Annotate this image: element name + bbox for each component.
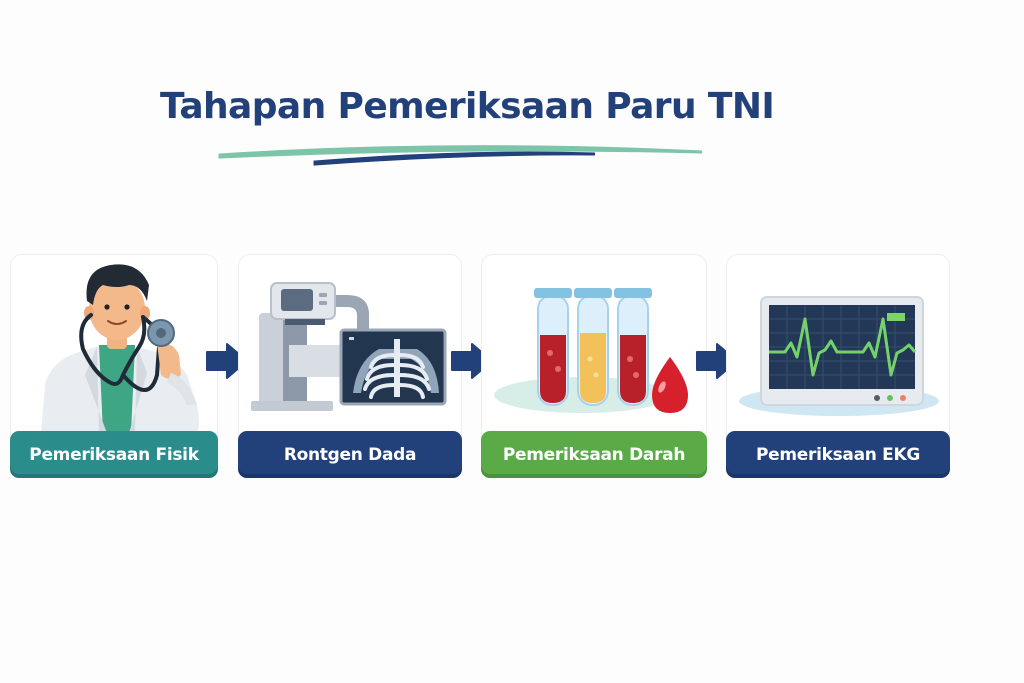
arrow-right-icon [206, 343, 248, 379]
step-label-blood-test: Pemeriksaan Darah [481, 431, 707, 478]
step-card-chest-xray: Rontgen Dada [238, 254, 462, 478]
doctor-stethoscope-icon [41, 264, 199, 433]
step-label-chest-xray: Rontgen Dada [238, 431, 462, 478]
step-label-physical-exam: Pemeriksaan Fisik [10, 431, 218, 478]
blood-test-tubes-icon [494, 288, 688, 413]
page-title: Tahapan Pemeriksaan Paru TNI [160, 86, 775, 127]
step-card-blood-test: Pemeriksaan Darah [481, 254, 707, 478]
xray-machine-icon [251, 282, 447, 411]
step-card-physical-exam: Pemeriksaan Fisik [10, 254, 218, 478]
title-underline-swoosh [218, 145, 703, 166]
ekg-monitor-icon [739, 296, 939, 416]
step-label-ekg: Pemeriksaan EKG [726, 431, 950, 478]
step-card-ekg: Pemeriksaan EKG [726, 254, 950, 478]
